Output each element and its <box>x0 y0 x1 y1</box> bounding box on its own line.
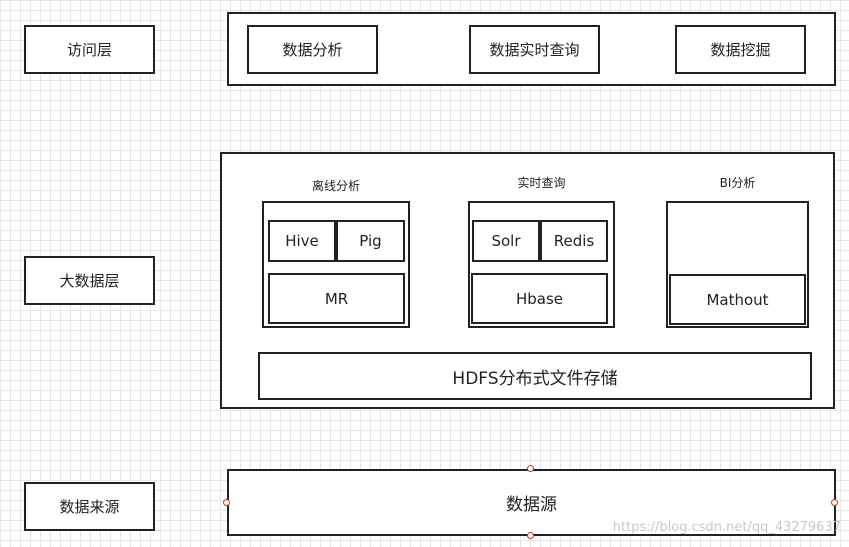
redis-box: Redis <box>540 220 608 262</box>
mathout-box: Mathout <box>669 274 806 325</box>
mr-box: MR <box>268 273 405 324</box>
hbase-box: Hbase <box>471 273 608 324</box>
watermark-text: https://blog.csdn.net/qq_43279637 <box>612 520 841 535</box>
resize-handle-bottom[interactable] <box>527 532 534 539</box>
hive-box: Hive <box>268 220 336 262</box>
pig-box: Pig <box>336 220 405 262</box>
access-item-data-mining: 数据挖掘 <box>675 25 806 74</box>
bi-analysis-title: BI分析 <box>719 176 756 190</box>
layer-label-access: 访问层 <box>24 25 155 74</box>
hdfs-storage-box: HDFS分布式文件存储 <box>258 352 812 400</box>
layer-label-bigdata: 大数据层 <box>24 256 155 305</box>
offline-analysis-title: 离线分析 <box>311 179 360 193</box>
layer-label-source: 数据来源 <box>24 482 155 531</box>
resize-handle-right[interactable] <box>831 499 838 506</box>
resize-handle-top[interactable] <box>527 465 534 472</box>
realtime-query-title: 实时查询 <box>517 176 566 190</box>
resize-handle-left[interactable] <box>223 499 230 506</box>
solr-box: Solr <box>472 220 540 262</box>
access-item-data-analysis: 数据分析 <box>247 25 378 74</box>
access-item-realtime-query: 数据实时查询 <box>469 25 600 74</box>
